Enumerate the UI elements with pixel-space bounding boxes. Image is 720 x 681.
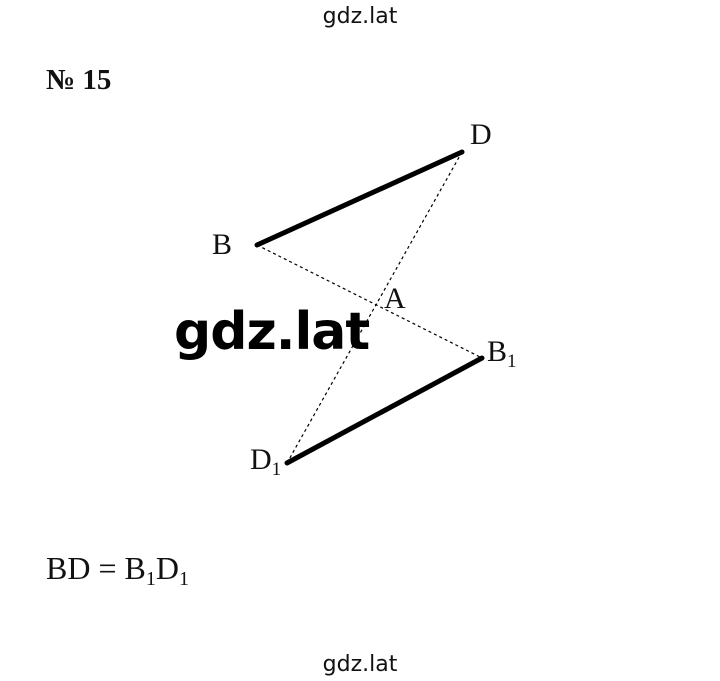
point-label-d1: D1	[250, 443, 282, 480]
watermark-center: gdz.lat	[174, 302, 370, 362]
segment-b1d1	[284, 355, 485, 466]
watermark-bottom: gdz.lat	[322, 652, 398, 677]
segment-bd	[254, 149, 465, 248]
point-label-a: A	[384, 282, 406, 315]
point-label-b: B	[212, 228, 233, 261]
problem-number: № 15	[46, 64, 112, 96]
answer-equation: BD = B1D1	[46, 550, 189, 590]
point-label-d: D	[470, 118, 492, 151]
point-label-b1: B1	[487, 335, 517, 372]
watermark-top: gdz.lat	[322, 4, 398, 29]
